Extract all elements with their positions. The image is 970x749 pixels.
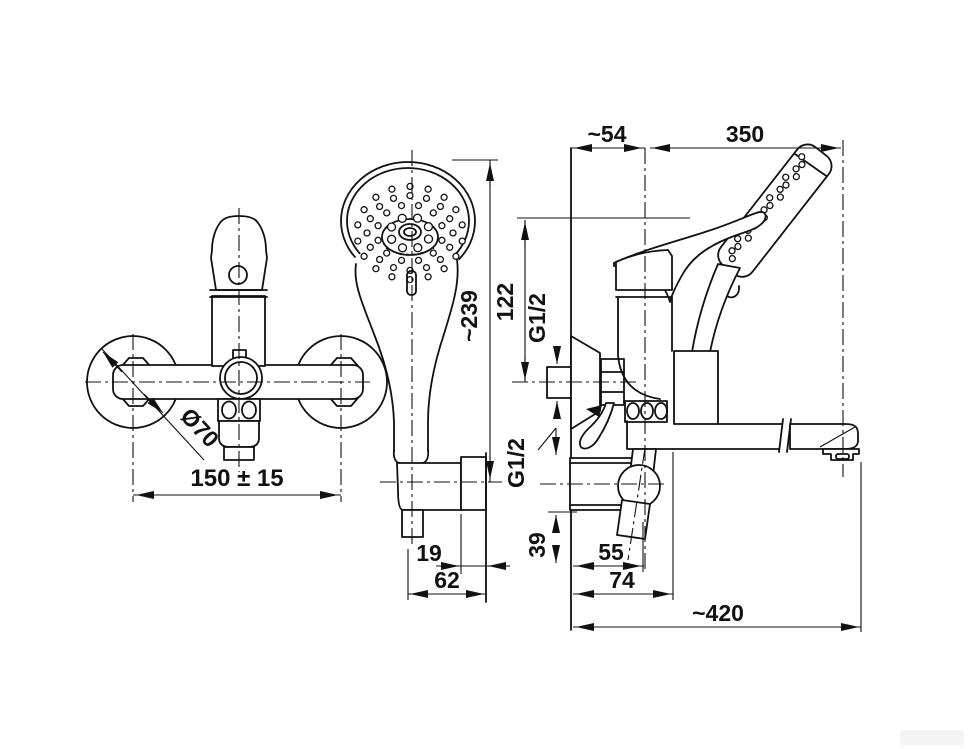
holder-bracket — [460, 456, 487, 511]
handle-hole — [228, 265, 248, 285]
front-view — [85, 208, 388, 502]
dim-label-inlet-thread: G1/2 — [524, 293, 550, 343]
handset-grip-side — [691, 263, 741, 353]
pull-direction-arrow — [586, 405, 602, 417]
diverter-knob — [578, 402, 615, 450]
handset-view — [340, 150, 502, 603]
handset-socket — [673, 350, 719, 425]
center-boss — [219, 356, 263, 400]
dim-label-total-reach: ~420 — [692, 600, 744, 626]
dim-label-wall-to-axis: ~54 — [587, 121, 626, 147]
dim-label-shower-thread: G1/2 — [503, 438, 529, 488]
dim-label-body-height: 122 — [492, 283, 518, 321]
dim-label-escutcheon-diameter: Ø70 — [176, 403, 225, 453]
dim-label-spout-outlet: 350 — [726, 121, 764, 147]
handset-view-dimensions: ~239 19 62 — [407, 159, 510, 600]
side-view-dimensions: ~54 350 122 G1/2 G1/2 39 55 — [492, 121, 862, 632]
dim-label-hose-offset: 55 — [598, 539, 624, 565]
dim-label-outlet-drop: 39 — [524, 532, 550, 558]
dim-label-body-depth: 74 — [609, 567, 635, 593]
lever-handle-front — [210, 215, 268, 291]
dim-label-handset-height: ~239 — [456, 290, 482, 342]
spray-nozzle-dots — [354, 182, 466, 284]
shower-head-side — [717, 143, 833, 278]
scan-artifact — [900, 730, 964, 745]
dim-label-center-distance: 150 ± 15 — [190, 465, 283, 492]
holder-cone — [396, 462, 462, 511]
side-view — [512, 140, 860, 631]
spout-arm — [626, 420, 782, 450]
dim-label-holder-depth: 19 — [416, 540, 442, 566]
dim-label-holder-projection: 62 — [434, 567, 460, 593]
